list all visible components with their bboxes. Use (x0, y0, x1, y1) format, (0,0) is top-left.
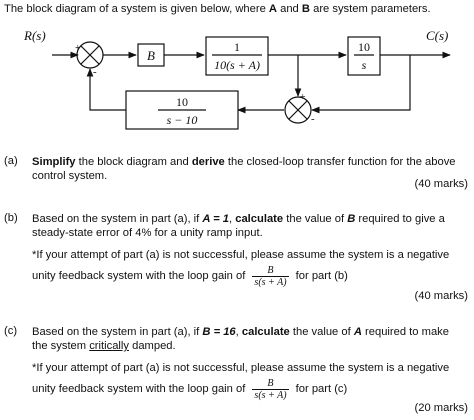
param-a: A (268, 3, 277, 15)
part-c-line2-post: damped. (128, 340, 176, 352)
part-b-question: Based on the system in part (a), if A = … (32, 212, 468, 240)
part-c-keyword-calculate: calculate (241, 326, 290, 338)
part-c-variable: A (353, 326, 362, 338)
part-c-frac-num: B (267, 377, 274, 389)
summing-junction-1 (76, 41, 104, 69)
sum1-plus-sign: + (75, 43, 81, 54)
part-b-frac-den: s(s + A) (252, 275, 289, 288)
output-label: C(s) (426, 28, 448, 43)
feedback-denominator: s − 10 (167, 113, 198, 127)
plant-denominator: 10(s + A) (214, 58, 260, 72)
part-a-keyword-simplify: Simplify (32, 156, 76, 168)
part-c-frac-den: s(s + A) (252, 388, 289, 401)
part-b-keyword-calculate: calculate (235, 213, 284, 225)
part-b-text3: required to give a (355, 213, 445, 225)
summing-junction-2 (284, 96, 312, 124)
block-integrator (347, 36, 381, 76)
part-c-question: Based on the system in part (a), if B = … (32, 325, 468, 353)
part-b-note2: unity feedback system with the loop gain… (32, 264, 468, 288)
part-a-line2: control system. (32, 170, 108, 182)
part-b-note-line1: *If your attempt of part (a) is not succ… (32, 249, 450, 261)
part-a-label: (a) (4, 155, 18, 167)
integrator-denominator: s (362, 58, 367, 72)
part-b-frac-num: B (267, 264, 274, 276)
part-a-text1: the block diagram and (75, 156, 192, 168)
sum2-plus-sign: + (300, 92, 306, 103)
block-b (137, 43, 165, 67)
part-c-note-suffix: for part (c) (295, 383, 348, 395)
intro-and: and (277, 3, 302, 15)
part-b-sep: , (229, 213, 236, 225)
part-b-marks: (40 marks) (414, 290, 468, 302)
part-c-line2-pre: the system (32, 340, 90, 352)
intro-suffix: are system parameters. (309, 3, 431, 15)
block-diagram: R(s) C(s) B 1 10(s + A) 10 s 10 s − 10 +… (23, 28, 451, 130)
part-c-text1: Based on the system in part (a), if (32, 326, 203, 338)
part-c-note-text: unity feedback system with the loop gain… (32, 383, 246, 395)
part-b-text1: Based on the system in part (a), if (32, 213, 203, 225)
part-c-label: (c) (4, 325, 18, 337)
part-a-question: Simplify the block diagram and derive th… (32, 155, 468, 183)
signal-output-feedback (311, 55, 411, 114)
part-b-variable: B (347, 213, 356, 225)
block-plant (205, 36, 269, 76)
part-a-text2: the closed-loop transfer function for th… (224, 156, 456, 168)
part-b-text2: the value of (283, 213, 348, 225)
part-c-sep: , (235, 326, 242, 338)
param-b: B (301, 3, 310, 15)
part-c-text2: the value of (289, 326, 354, 338)
feedback-numerator: 10 (176, 95, 188, 109)
sum2-minus-sign: - (311, 113, 315, 125)
sum1-minus-sign: - (93, 66, 97, 78)
part-c-critically: critically (89, 340, 129, 352)
part-b-note: *If your attempt of part (a) is not succ… (32, 248, 468, 262)
integrator-numerator: 10 (358, 40, 370, 54)
signal-feedback-to-sum1 (86, 68, 126, 111)
part-a-marks: (40 marks) (414, 178, 468, 190)
part-b-condition: A = 1 (202, 213, 230, 225)
part-c-condition: B = 16 (202, 326, 236, 338)
part-c-marks: (20 marks) (414, 402, 468, 414)
part-b-line2: steady-state error of 4% for a unity ram… (32, 227, 263, 239)
part-c-note-line1: *If your attempt of part (a) is not succ… (32, 362, 450, 374)
block-feedback (125, 90, 239, 130)
part-c-text3: required to make (361, 326, 449, 338)
plant-numerator: 1 (234, 40, 240, 54)
intro-prefix: The block diagram of a system is given b… (4, 3, 269, 15)
problem-intro: The block diagram of a system is given b… (4, 3, 431, 15)
part-b-label: (b) (4, 212, 18, 224)
part-c-note2: unity feedback system with the loop gain… (32, 377, 468, 401)
part-a-keyword-derive: derive (191, 156, 225, 168)
part-b-note-suffix: for part (b) (295, 270, 348, 282)
input-label: R(s) (23, 28, 46, 43)
part-c-note: *If your attempt of part (a) is not succ… (32, 361, 468, 375)
block-b-label: B (147, 48, 155, 63)
part-b-note-text: unity feedback system with the loop gain… (32, 270, 246, 282)
